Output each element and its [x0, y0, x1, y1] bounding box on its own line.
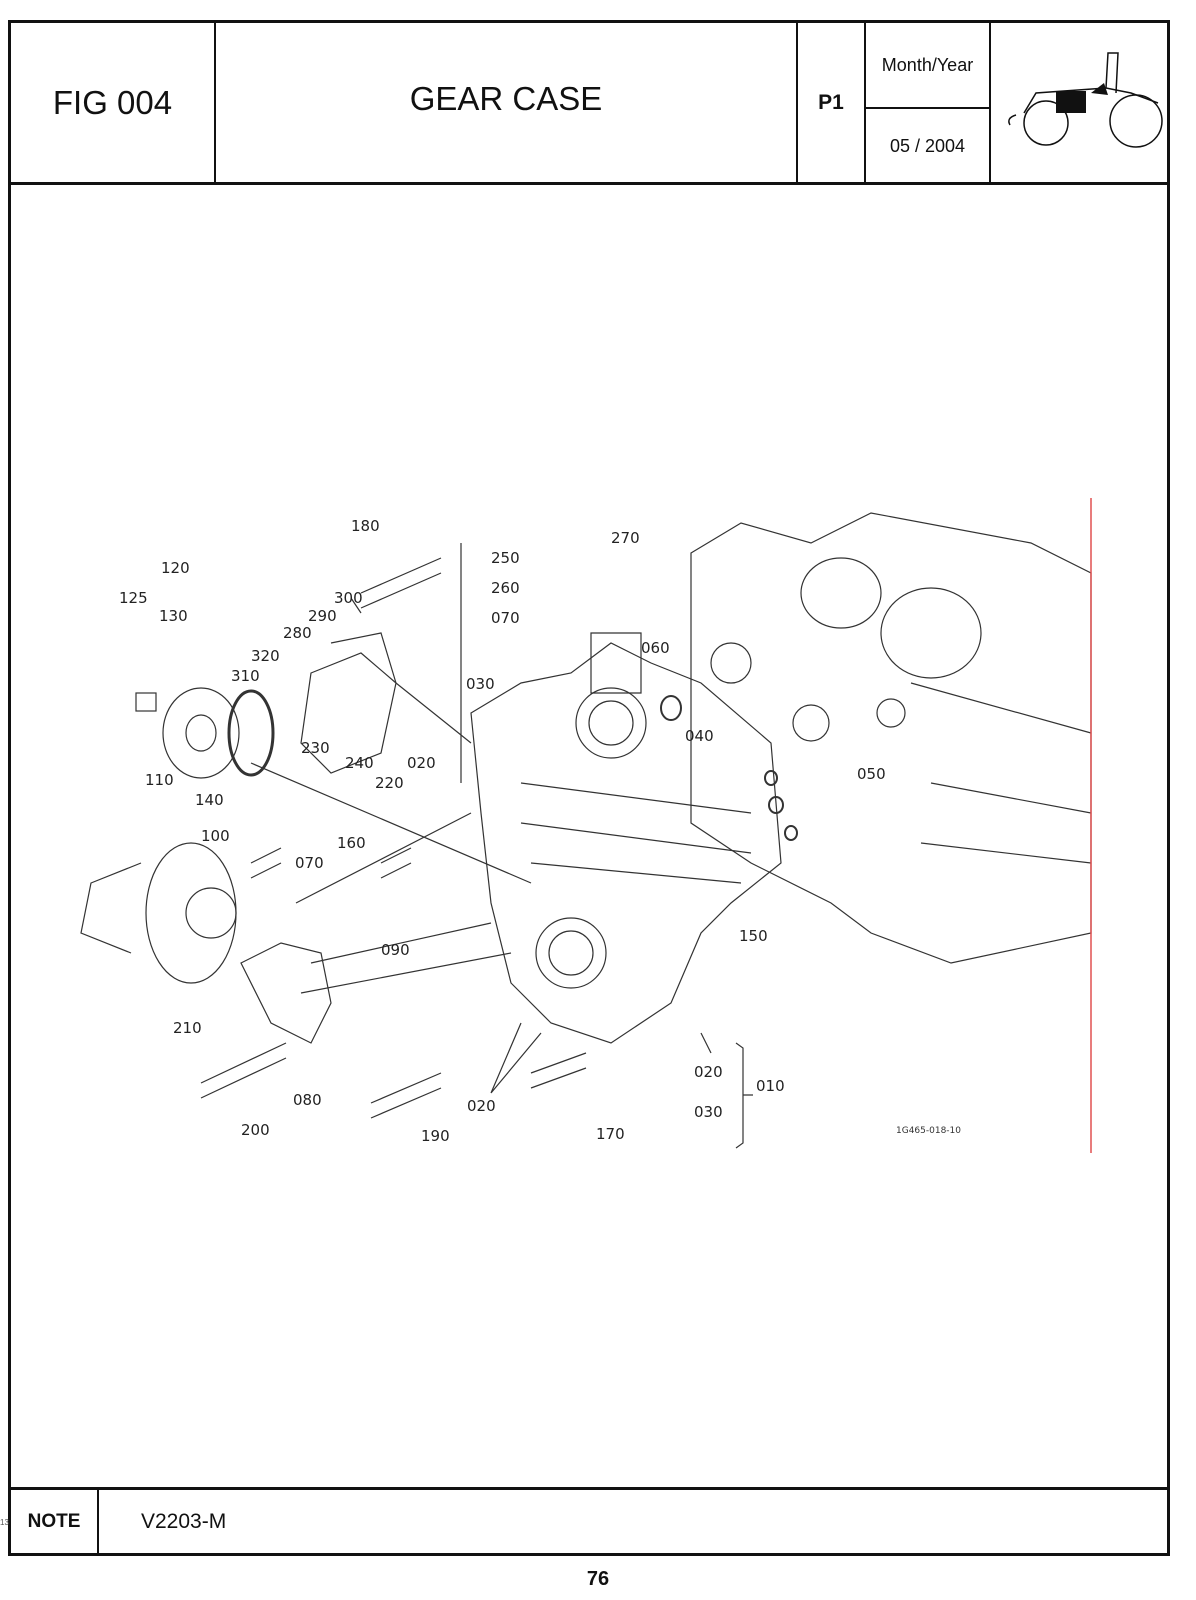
part-label: 140 [195, 791, 224, 809]
part-label: 120 [161, 559, 190, 577]
part-label: 020 [694, 1063, 723, 1081]
part-label: 200 [241, 1121, 270, 1139]
part-label: 110 [145, 771, 174, 789]
part-label: 300 [334, 589, 363, 607]
part-label: 180 [351, 517, 380, 535]
part-label: 220 [375, 774, 404, 792]
page-number: 76 [586, 1568, 610, 1590]
date-value: 05 / 2004 [889, 135, 966, 156]
part-label: 170 [596, 1125, 625, 1143]
header: FIG 004 GEAR CASE P1 Month/Year 05 / 200… [11, 23, 1167, 185]
tractor-icon [991, 23, 1170, 182]
figure-number: FIG 004 [11, 23, 216, 182]
part-label: 260 [491, 579, 520, 597]
part-label: 070 [295, 854, 324, 872]
part-label: 100 [201, 827, 230, 845]
part-label: 030 [694, 1103, 723, 1121]
part-label: 040 [685, 727, 714, 745]
part-label: 020 [467, 1097, 496, 1115]
part-label: 125 [119, 589, 148, 607]
page-code: P1 [798, 23, 866, 182]
month-year-label: Month/Year [866, 23, 989, 109]
page-frame: FIG 004 GEAR CASE P1 Month/Year 05 / 200… [8, 20, 1170, 1556]
part-label: 130 [159, 607, 188, 625]
part-label: 090 [381, 941, 410, 959]
date-cell: Month/Year 05 / 2004 [866, 23, 991, 182]
part-label: 080 [293, 1091, 322, 1109]
part-label: 160 [337, 834, 366, 852]
part-label: 030 [466, 675, 495, 693]
part-label: 240 [345, 754, 374, 772]
note-label: NOTE [11, 1490, 99, 1553]
part-label: 270 [611, 529, 640, 547]
gear-case-diagram: 180 120 125 130 300 290 280 320 310 110 … [80, 498, 1092, 1153]
part-label: 290 [308, 607, 337, 625]
part-label: 060 [641, 639, 670, 657]
footer: NOTE V2203-M [11, 1487, 1167, 1553]
part-label: 010 [756, 1077, 785, 1095]
part-label: 020 [407, 754, 436, 772]
part-label: 070 [491, 609, 520, 627]
part-label: 050 [857, 765, 886, 783]
part-label: 280 [283, 624, 312, 642]
model-number: V2203-M [141, 1509, 227, 1533]
part-label: 150 [739, 927, 768, 945]
image-code: 1G465-018-10 [896, 1126, 961, 1136]
part-label: 320 [251, 647, 280, 665]
part-label: 210 [173, 1019, 202, 1037]
page-title: GEAR CASE [216, 23, 798, 182]
part-label: 190 [421, 1127, 450, 1145]
part-label: 310 [231, 667, 260, 685]
part-label: 230 [301, 739, 330, 757]
part-label: 250 [491, 549, 520, 567]
side-mark: 13 [0, 1518, 9, 1527]
